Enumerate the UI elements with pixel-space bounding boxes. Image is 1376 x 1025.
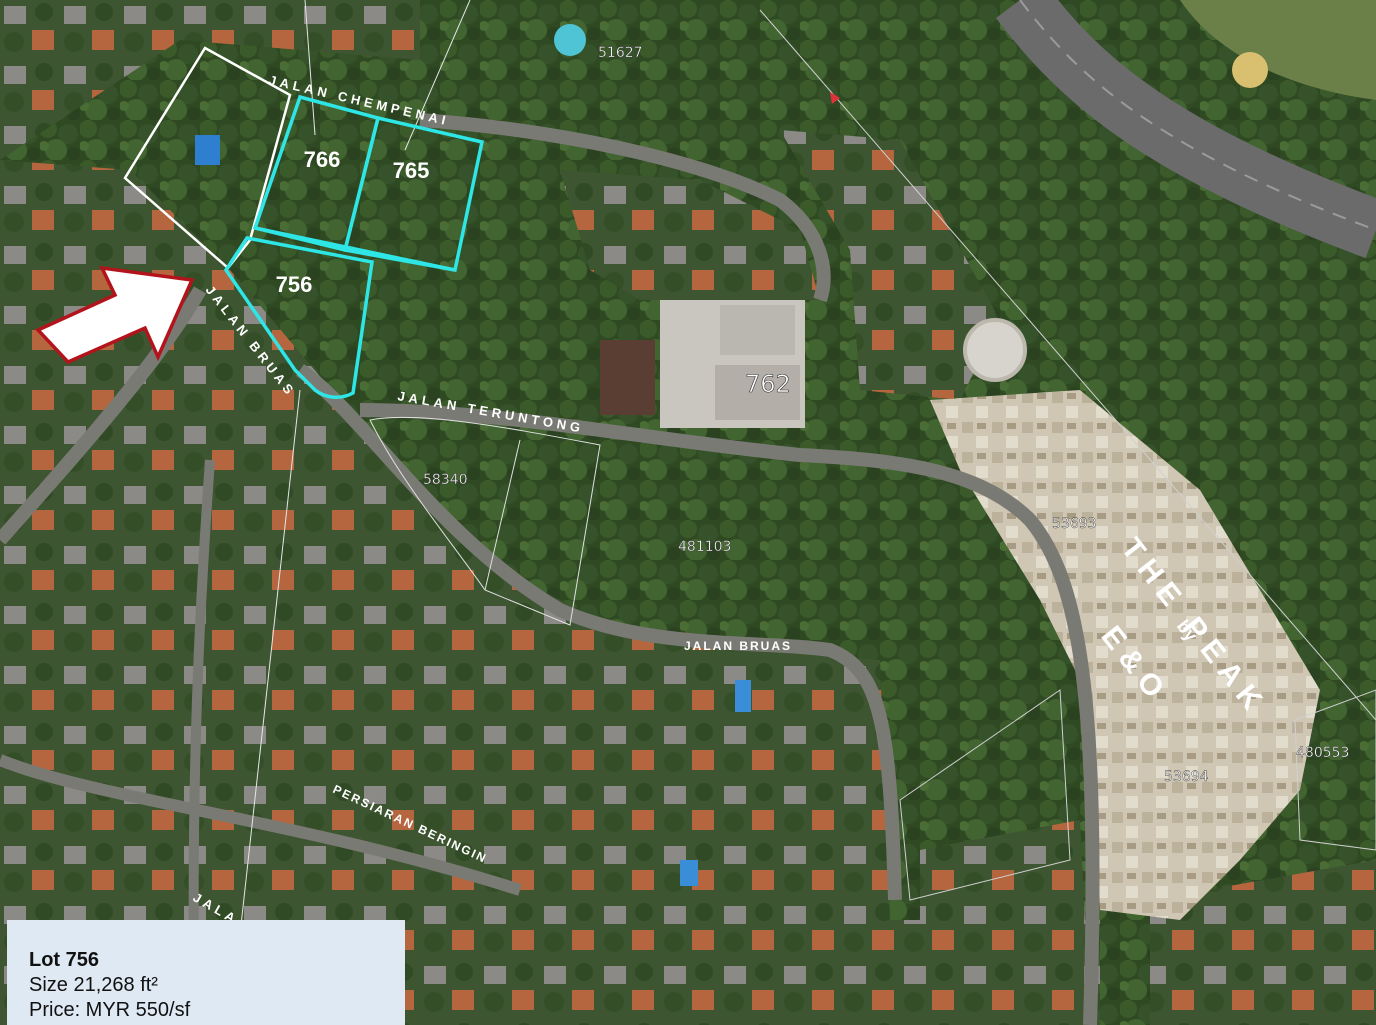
street-label-jalan-bruas-curve: JALAN BRUAS <box>684 639 792 653</box>
condominium-roof <box>720 305 795 355</box>
grass-field <box>1180 0 1376 100</box>
building-roof <box>600 340 655 415</box>
road-jalan-bruas-left <box>0 286 207 545</box>
cadastral-parcel <box>1294 689 1376 851</box>
swimming-pool <box>735 680 751 712</box>
road-persiaran-beringin <box>0 754 522 896</box>
road-jalan-teruntong <box>359 403 1100 1025</box>
cadastral-line <box>304 0 316 136</box>
circular-structure <box>963 318 1027 382</box>
cadastral-number: 762 <box>745 370 791 398</box>
highway-lane-markings <box>1019 0 1376 231</box>
cadastral-parcel <box>369 416 601 626</box>
lot-756-outline[interactable] <box>223 236 374 399</box>
condominium-roof <box>715 365 800 420</box>
residential-area-north <box>0 0 420 160</box>
cadastral-line <box>229 389 301 1025</box>
cadastral-number: 58340 <box>423 472 468 488</box>
cadastral-number: 51627 <box>598 45 643 61</box>
residential-area-southeast <box>920 820 1090 1025</box>
cadastral-line <box>484 439 521 591</box>
cadastral-number: 481103 <box>678 539 731 555</box>
cadastral-number: 480553 <box>1296 745 1349 761</box>
residential-area-east <box>780 130 1000 400</box>
lot-boundary-line <box>254 226 456 272</box>
lot-765-label: 765 <box>393 158 430 183</box>
swimming-pool <box>554 24 586 56</box>
residential-area-south <box>0 160 1100 1025</box>
lot-766-label: 766 <box>304 147 341 172</box>
info-lot-title: Lot 756 <box>29 949 100 971</box>
context-lot-outline[interactable] <box>123 46 292 270</box>
cadastral-number: 53693 <box>1052 516 1097 532</box>
residential-area-far-southeast <box>1150 860 1376 1025</box>
road-jalan-bruas-curve <box>296 364 902 901</box>
residential-area-center <box>560 170 820 300</box>
road-jalan-chempenai <box>419 113 831 303</box>
lot-info-box: Lot 756 Size 21,268 ft² Price: MYR 550/s… <box>7 920 405 1025</box>
cadastral-parcel <box>899 689 1071 901</box>
cadastral-line <box>759 9 1376 721</box>
swimming-pool <box>680 860 698 886</box>
pointer-arrow <box>35 265 195 365</box>
info-lot-size: Size 21,268 ft² <box>29 974 158 996</box>
info-lot-price: Price: MYR 550/sf <box>29 999 191 1021</box>
swimming-pool <box>195 135 220 165</box>
lot-756-label: 756 <box>276 272 313 297</box>
mosque-dome <box>1232 52 1268 88</box>
cadastral-number: 53694 <box>1164 769 1209 785</box>
map-marker <box>830 92 840 104</box>
